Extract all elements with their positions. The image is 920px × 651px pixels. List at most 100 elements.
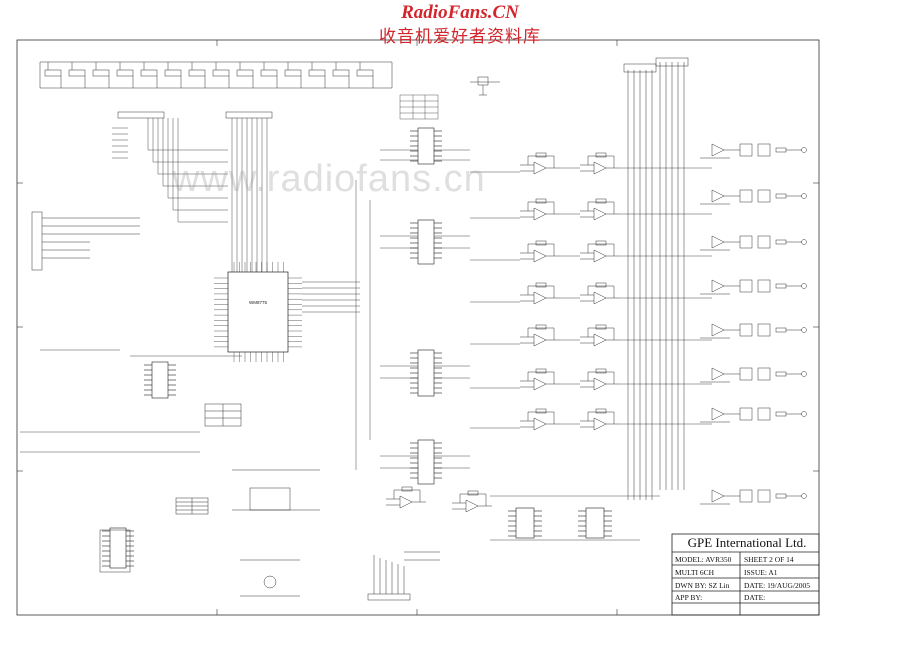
- regulator-top: [470, 76, 500, 96]
- mode-table-top: [399, 94, 439, 120]
- opamp-symbol: [533, 377, 547, 391]
- header-wire: [157, 118, 228, 175]
- header-wire: [152, 118, 228, 163]
- top-row-part: [284, 69, 302, 77]
- small-ics: [102, 127, 612, 569]
- ic-package: [417, 349, 435, 397]
- opamp-feedback: [587, 327, 615, 340]
- output-buffer: [711, 143, 725, 157]
- header-wire: [162, 118, 228, 187]
- opamp-feedback-resistor: [595, 324, 607, 330]
- opamp-feedback-resistor: [595, 198, 607, 204]
- opamp-feedback: [527, 411, 555, 424]
- top-row-part: [92, 69, 110, 77]
- main-dsp-ic: [227, 271, 289, 353]
- opamp-feedback-resistor: [535, 240, 547, 246]
- title-multi: MULTI 6CH: [675, 568, 715, 577]
- opamp-feedback: [527, 371, 555, 384]
- top-row-part: [68, 69, 86, 77]
- top-row-part: [260, 69, 278, 77]
- title-approved-by: APP BY:: [675, 593, 703, 602]
- top-row-part: [212, 69, 230, 77]
- opamp-symbol: [593, 291, 607, 305]
- opamp-feedback-resistor: [595, 152, 607, 158]
- output-transistor: [757, 367, 771, 381]
- opamp-symbol: [399, 495, 413, 509]
- output-resistor: [775, 371, 787, 377]
- title-app-date: DATE:: [744, 593, 766, 602]
- top-row-part: [188, 69, 206, 77]
- opamp-symbol: [465, 499, 479, 513]
- opamp-symbol: [593, 377, 607, 391]
- output-jack: [801, 327, 807, 333]
- opamp-symbol: [533, 291, 547, 305]
- opamp-symbol: [533, 417, 547, 431]
- opamp-symbol: [593, 333, 607, 347]
- opamp-symbol: [593, 249, 607, 263]
- output-transistor: [757, 407, 771, 421]
- output-buffer: [711, 489, 725, 503]
- opamp-feedback-resistor: [595, 240, 607, 246]
- ic-package: [585, 507, 605, 539]
- opamp-feedback-resistor: [535, 198, 547, 204]
- output-jack: [801, 411, 807, 417]
- title-sheet: SHEET 2 OF 14: [744, 555, 794, 564]
- opamp-feedback: [527, 155, 555, 168]
- output-resistor: [775, 327, 787, 333]
- output-jack: [801, 371, 807, 377]
- output-transistor: [739, 143, 753, 157]
- watermark-site-subtitle: 收音机爱好者资料库: [379, 27, 541, 47]
- opamp-feedback: [587, 201, 615, 214]
- top-row-part: [236, 69, 254, 77]
- header-wire: [177, 118, 228, 223]
- output-resistor: [775, 411, 787, 417]
- output-transistor: [739, 489, 753, 503]
- main-ic-pins: [214, 262, 302, 362]
- output-transistor: [739, 367, 753, 381]
- top-row-part: [44, 69, 62, 77]
- opamp-symbol: [533, 207, 547, 221]
- output-resistor: [775, 493, 787, 499]
- frame-zone-ticks: [17, 40, 819, 615]
- opamp-feedback: [459, 493, 487, 506]
- output-jack: [801, 193, 807, 199]
- opamp-feedback-resistor: [595, 368, 607, 374]
- opamp-symbol: [593, 207, 607, 221]
- opamp-symbol: [593, 161, 607, 175]
- left-input-connector: [31, 211, 140, 271]
- top-row-part: [332, 69, 350, 77]
- top-row-parts: [44, 62, 374, 88]
- opamp-feedback: [587, 411, 615, 424]
- opamp-feedback: [527, 327, 555, 340]
- header-bus: [117, 111, 273, 119]
- opamp-feedback-resistor: [535, 368, 547, 374]
- ic-package: [151, 361, 169, 399]
- top-row-part: [308, 69, 326, 77]
- watermark-faint-url: www.radiofans.cn: [172, 158, 486, 200]
- output-transistor: [757, 323, 771, 337]
- output-resistor: [775, 193, 787, 199]
- header-wire: [147, 118, 228, 151]
- header-wire: [167, 118, 228, 199]
- watermark-site-title: RadioFans.CN: [401, 2, 519, 23]
- output-buffer: [711, 367, 725, 381]
- opamp-feedback-resistor: [535, 152, 547, 158]
- opamp-feedback-resistor: [467, 490, 479, 496]
- opamp-symbol: [533, 249, 547, 263]
- title-date: DATE: 19/AUG/2005: [744, 581, 811, 590]
- bottom-connector: [367, 551, 440, 601]
- opamp-feedback: [527, 285, 555, 298]
- title-drawn-by: DWN BY: SZ Lin: [675, 581, 730, 590]
- output-transistor: [739, 279, 753, 293]
- opamp-feedback: [587, 243, 615, 256]
- opamp-feedback: [527, 201, 555, 214]
- title-issue: ISSUE: A1: [744, 568, 778, 577]
- opamp-feedback: [587, 285, 615, 298]
- output-jack: [801, 283, 807, 289]
- output-transistor: [739, 323, 753, 337]
- opamp-feedback-resistor: [535, 324, 547, 330]
- output-buffer: [711, 189, 725, 203]
- title-block: [671, 533, 820, 616]
- opamp-stages: [386, 152, 620, 513]
